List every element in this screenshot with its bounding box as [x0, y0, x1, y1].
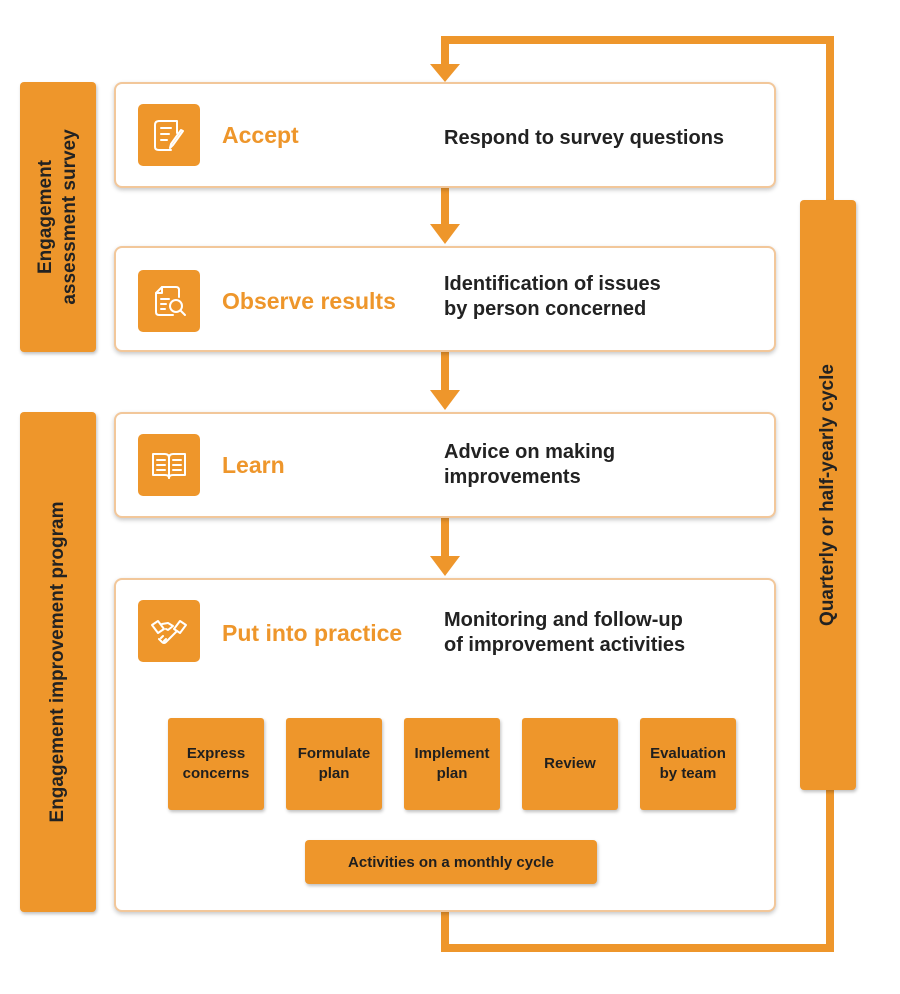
step-desc-observe: Identification of issues by person conce…	[444, 272, 661, 322]
arrow-learn-to-practice	[430, 518, 460, 576]
monthly-step-express-concerns: Express concerns	[168, 718, 264, 810]
step-card-learn: Learn Advice on making improvements	[114, 412, 776, 518]
program-section-label: Engagement improvement program	[20, 412, 96, 912]
step-card-accept: Accept Respond to survey questions	[114, 82, 776, 188]
step-desc-line: Identification of issues	[444, 273, 661, 295]
step-title-observe: Observe results	[222, 288, 396, 314]
monthly-step-line: Express	[186, 745, 246, 762]
step-desc-practice: Monitoring and follow-up of improvement …	[444, 608, 685, 658]
loop-arrowhead	[430, 64, 460, 82]
monthly-step-implement-plan: Implement plan	[404, 718, 500, 810]
document-magnifier-icon	[138, 270, 200, 332]
monthly-step-line: Formulate	[297, 745, 371, 762]
step-desc-learn: Advice on making improvements	[444, 440, 615, 490]
handshake-icon	[138, 600, 200, 662]
cycle-label-text: Quarterly or half-yearly cycle	[817, 364, 838, 626]
monthly-step-line: Implement	[414, 745, 490, 762]
step-title-learn: Learn	[222, 452, 285, 478]
monthly-step-line: plan	[318, 765, 350, 782]
step-desc-accept: Respond to survey questions	[444, 126, 724, 151]
arrow-observe-to-learn	[430, 352, 460, 410]
monthly-step-formulate-plan: Formulate plan	[286, 718, 382, 810]
monthly-step-line: Review	[544, 755, 596, 772]
monthly-step-line: plan	[436, 765, 468, 782]
monthly-step-line: Evaluation	[650, 745, 726, 762]
survey-section-label: Engagement assessment survey	[20, 82, 96, 352]
monthly-step-line: by team	[659, 765, 717, 782]
open-book-icon	[138, 434, 200, 496]
arrow-accept-to-observe	[430, 188, 460, 244]
step-title-practice: Put into practice	[222, 620, 403, 646]
step-desc-line: of improvement activities	[444, 634, 686, 656]
step-card-observe: Observe results Identification of issues…	[114, 246, 776, 352]
monthly-cycle-label: Activities on a monthly cycle	[305, 840, 597, 884]
survey-label-line1: Engagement	[35, 159, 56, 275]
step-desc-line: Advice on making	[444, 441, 616, 463]
program-label-text: Engagement improvement program	[47, 501, 68, 823]
step-desc-line: by person concerned	[444, 298, 647, 320]
step-desc-line: improvements	[444, 466, 581, 488]
cycle-section-label: Quarterly or half-yearly cycle	[800, 200, 856, 790]
monthly-step-evaluation: Evaluation by team	[640, 718, 736, 810]
monthly-step-review: Review	[522, 718, 618, 810]
step-desc-line: Respond to survey questions	[444, 127, 725, 149]
step-desc-line: Monitoring and follow-up	[444, 609, 683, 631]
monthly-step-line: concerns	[182, 765, 250, 782]
step-title-accept: Accept	[222, 122, 299, 148]
survey-label-line2: assessment survey	[59, 129, 80, 305]
document-pen-icon	[138, 104, 200, 166]
